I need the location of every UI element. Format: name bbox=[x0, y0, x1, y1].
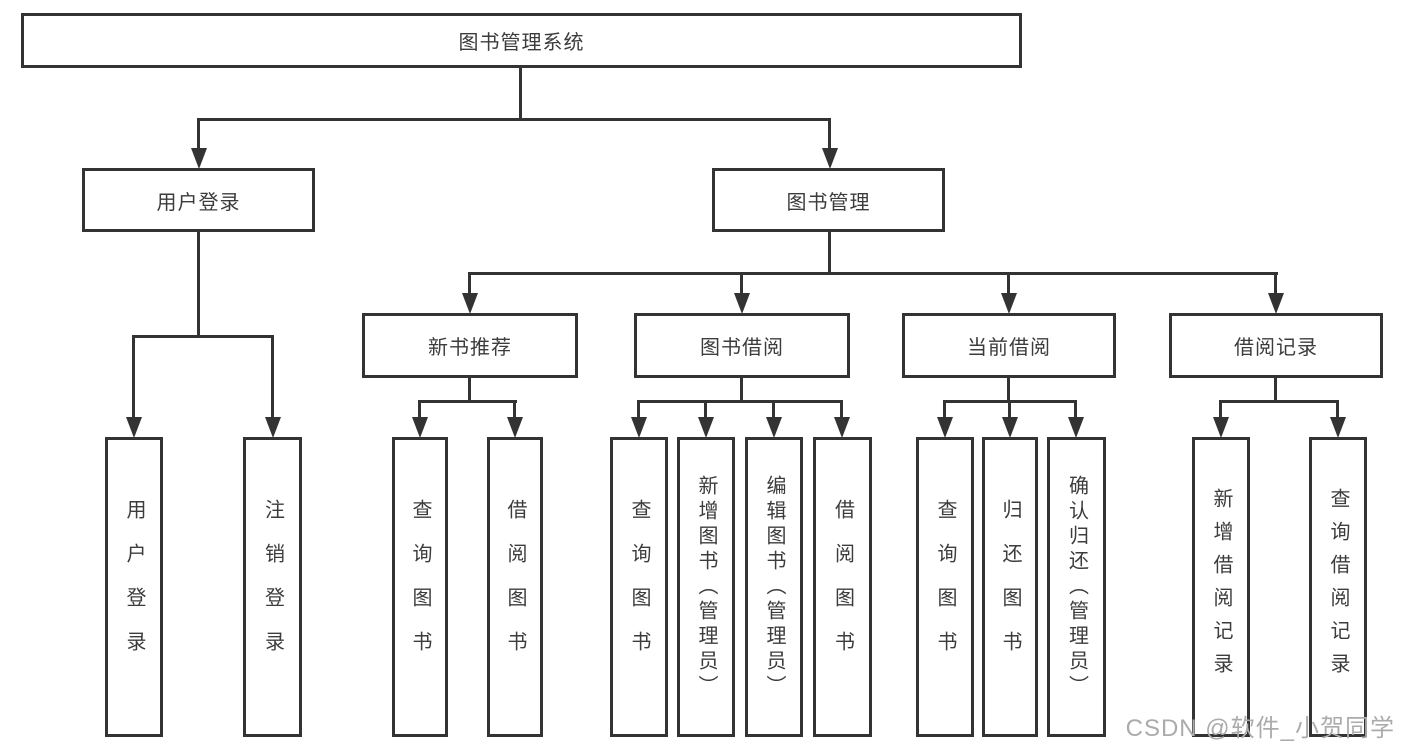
connector-drop-leaf-logout bbox=[271, 335, 274, 421]
leaf-records-add: 新增借阅记录 bbox=[1192, 437, 1250, 737]
connector-bookborrow-split bbox=[637, 400, 843, 403]
arrowhead-leaf-logout bbox=[265, 417, 281, 438]
node-user-login-group: 用户登录 bbox=[82, 168, 315, 232]
arrowhead-b3 bbox=[766, 417, 782, 438]
arrowhead-current-borrow bbox=[1001, 293, 1017, 314]
connector-newbooks-stem bbox=[468, 378, 471, 403]
leaf-newbooks-borrow: 借阅图书 bbox=[487, 437, 543, 737]
leaf-records-add-label: 新增借阅记录 bbox=[1210, 488, 1232, 686]
leaf-current-confirm-admin: 确认归还（管理员） bbox=[1047, 437, 1106, 737]
connector-drop-b1 bbox=[637, 400, 640, 421]
connector-userlogin-split bbox=[132, 335, 274, 338]
arrowhead-b2 bbox=[698, 417, 714, 438]
watermark: CSDN @软件_小贺同学 bbox=[1125, 715, 1395, 742]
connector-drop-new-books bbox=[468, 272, 471, 297]
connector-drop-book-borrow bbox=[740, 272, 743, 297]
leaf-logout-label: 注销登录 bbox=[261, 499, 284, 675]
arrowhead-b1 bbox=[631, 417, 647, 438]
connector-drop-b4 bbox=[840, 400, 843, 421]
node-book-management-label: 图书管理 bbox=[786, 191, 871, 214]
leaf-newbooks-borrow-label: 借阅图书 bbox=[504, 499, 526, 675]
arrowhead-user-login bbox=[191, 148, 207, 169]
arrowhead-book-mgmt bbox=[822, 148, 838, 169]
leaf-borrow-edit-admin: 编辑图书（管理员） bbox=[745, 437, 803, 737]
connector-borrowrecords-stem bbox=[1274, 378, 1277, 403]
connector-drop-b2 bbox=[704, 400, 707, 421]
leaf-borrow-query: 查询图书 bbox=[610, 437, 668, 737]
node-book-management: 图书管理 bbox=[712, 168, 945, 232]
arrowhead-a2 bbox=[507, 417, 523, 438]
arrowhead-c2 bbox=[1002, 417, 1018, 438]
node-book-borrow-label: 图书借阅 bbox=[700, 337, 784, 359]
connector-drop-current-borrow bbox=[1007, 272, 1010, 297]
node-current-borrow-label: 当前借阅 bbox=[967, 337, 1051, 359]
connector-drop-leaf-login bbox=[132, 335, 135, 421]
leaf-current-query: 查询图书 bbox=[916, 437, 974, 737]
connector-bookmgmt-stem bbox=[828, 232, 831, 274]
connector-bookmgmt-split bbox=[468, 272, 1278, 275]
connector-drop-c3 bbox=[1074, 400, 1077, 421]
node-user-login-group-label: 用户登录 bbox=[156, 191, 241, 214]
connector-drop-c2 bbox=[1008, 400, 1011, 421]
arrowhead-c3 bbox=[1068, 417, 1084, 438]
arrowhead-borrow-records bbox=[1268, 293, 1284, 314]
connector-borrowrecords-split bbox=[1219, 400, 1339, 403]
connector-drop-c1 bbox=[943, 400, 946, 421]
node-current-borrow: 当前借阅 bbox=[902, 313, 1116, 378]
arrowhead-d2 bbox=[1330, 417, 1346, 438]
leaf-current-return: 归还图书 bbox=[982, 437, 1038, 737]
leaf-user-login: 用户登录 bbox=[105, 437, 163, 737]
connector-drop-b3 bbox=[772, 400, 775, 421]
node-new-books-label: 新书推荐 bbox=[428, 337, 512, 359]
node-new-books: 新书推荐 bbox=[362, 313, 578, 378]
arrowhead-book-borrow bbox=[734, 293, 750, 314]
connector-root-stem bbox=[519, 68, 522, 118]
connector-drop-d2 bbox=[1336, 400, 1339, 421]
connector-currentborrow-stem bbox=[1007, 378, 1010, 403]
arrowhead-b4 bbox=[834, 417, 850, 438]
arrowhead-c1 bbox=[937, 417, 953, 438]
node-book-borrow: 图书借阅 bbox=[634, 313, 850, 378]
connector-newbooks-split bbox=[418, 400, 517, 403]
arrowhead-d1 bbox=[1213, 417, 1229, 438]
leaf-borrow-borrow-label: 借阅图书 bbox=[831, 499, 854, 675]
leaf-current-query-label: 查询图书 bbox=[934, 499, 956, 675]
leaf-newbooks-query-label: 查询图书 bbox=[409, 499, 431, 675]
node-borrow-records-label: 借阅记录 bbox=[1234, 337, 1318, 359]
leaf-borrow-borrow: 借阅图书 bbox=[813, 437, 872, 737]
leaf-newbooks-query: 查询图书 bbox=[392, 437, 448, 737]
leaf-borrow-add-admin: 新增图书（管理员） bbox=[677, 437, 735, 737]
leaf-logout: 注销登录 bbox=[243, 437, 302, 737]
connector-drop-a1 bbox=[418, 400, 421, 421]
arrowhead-a1 bbox=[412, 417, 428, 438]
leaf-records-query: 查询借阅记录 bbox=[1309, 437, 1367, 737]
leaf-borrow-edit-admin-label: 编辑图书（管理员） bbox=[763, 474, 785, 700]
connector-drop-book-mgmt bbox=[828, 118, 831, 152]
connector-drop-user-login bbox=[197, 118, 200, 152]
node-root: 图书管理系统 bbox=[21, 13, 1022, 68]
node-borrow-records: 借阅记录 bbox=[1169, 313, 1383, 378]
connector-drop-d1 bbox=[1219, 400, 1222, 421]
connector-drop-borrow-records bbox=[1274, 272, 1277, 297]
connector-drop-a2 bbox=[513, 400, 516, 421]
node-root-label: 图书管理系统 bbox=[458, 32, 585, 54]
connector-bookborrow-stem bbox=[740, 378, 743, 403]
leaf-borrow-add-admin-label: 新增图书（管理员） bbox=[695, 474, 717, 700]
connector-userlogin-stem bbox=[197, 232, 200, 335]
leaf-borrow-query-label: 查询图书 bbox=[628, 499, 650, 675]
leaf-current-return-label: 归还图书 bbox=[999, 499, 1021, 675]
leaf-current-confirm-admin-label: 确认归还（管理员） bbox=[1065, 474, 1088, 700]
leaf-user-login-label: 用户登录 bbox=[123, 499, 145, 675]
arrowhead-new-books bbox=[462, 293, 478, 314]
arrowhead-leaf-login bbox=[126, 417, 142, 438]
leaf-records-query-label: 查询借阅记录 bbox=[1327, 488, 1349, 686]
connector-root-split bbox=[197, 118, 831, 121]
